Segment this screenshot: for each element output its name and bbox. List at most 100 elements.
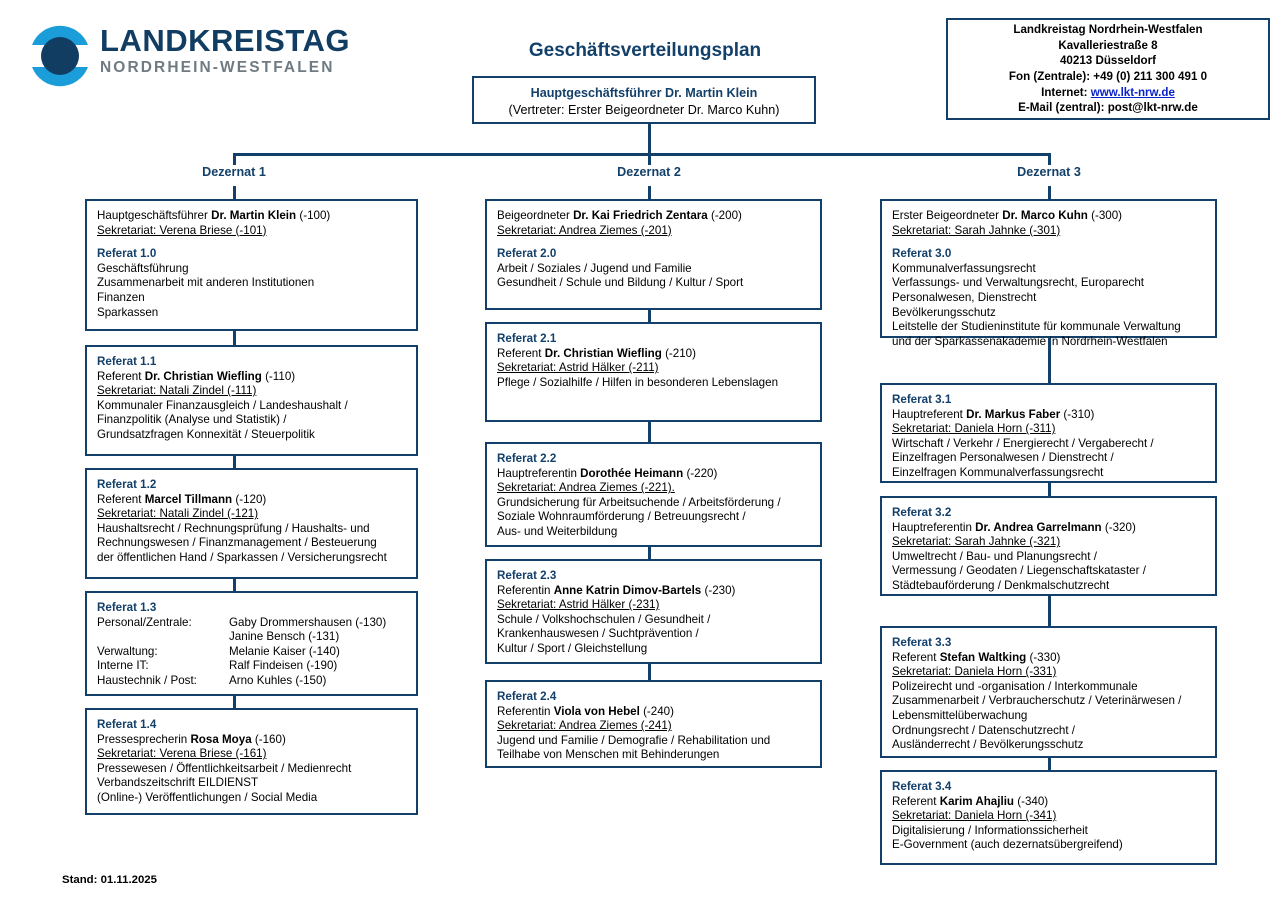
roster-value: Arno Kuhles (-150) (229, 673, 327, 687)
referat-1-1-sekretariat: Sekretariat: Natali Zindel (-111) (97, 384, 257, 398)
d1-head-role: Hauptgeschäftsführer (97, 209, 212, 222)
roster-label (97, 630, 229, 645)
referat-2-4-task: Jugend und Familie / Demografie / Rehabi… (497, 733, 771, 747)
d3-task: Kommunalverfassungsrecht (892, 261, 1036, 275)
referat-2-1-role: Referent (497, 346, 545, 360)
referat-1-1-task: Grundsatzfragen Konnexität / Steuerpolit… (97, 427, 315, 441)
d3-head-name: Dr. Marco Kuhn (1002, 209, 1088, 222)
box-referat-3-3: Referat 3.3 Referent Stefan Waltking (-3… (880, 626, 1217, 758)
roster-value: Janine Bensch (-131) (229, 630, 340, 644)
box-referat-2-4: Referat 2.4 Referentin Viola von Hebel (… (485, 680, 822, 768)
referat-3-4-title: Referat 3.4 (892, 780, 952, 793)
referat-2-1-title: Referat 2.1 (497, 332, 557, 345)
root-box-hauptgeschaeftsfuehrer: Hauptgeschäftsführer Dr. Martin Klein (V… (472, 76, 816, 124)
referat-3-2-task: Städtebauförderung / Denkmalschutzrecht (892, 578, 1110, 592)
referat-1-4-task: (Online-) Veröffentlichungen / Social Me… (97, 790, 318, 804)
referat-1-3-title: Referat 1.3 (97, 601, 157, 614)
contact-phone: Fon (Zentrale): +49 (0) 211 300 491 0 (1008, 70, 1208, 83)
contact-street: Kavalleriestraße 8 (1058, 38, 1158, 52)
referat-3-3-task: Polizeirecht und -organisation / Interko… (892, 679, 1138, 693)
referat-2-4-ext: (-240) (639, 704, 674, 718)
connector-label2-to-box (648, 186, 651, 200)
logo: LANDKREISTAG NORDRHEIN-WESTFALEN (22, 20, 349, 92)
referat-1-2-role: Referent (97, 492, 145, 506)
box-referat-2-2: Referat 2.2 Hauptreferentin Dorothée Hei… (485, 442, 822, 547)
roster-label: Verwaltung: (97, 644, 158, 658)
referat-3-1-name: Dr. Markus Faber (966, 407, 1061, 421)
referat-1-3-roster: Personal/Zentrale: Gaby Drommershausen (… (97, 616, 406, 689)
d1-task: Sparkassen (97, 305, 159, 319)
d3-head-ext: (-300) (1087, 209, 1123, 222)
box-referat-1-4: Referat 1.4 Pressesprecherin Rosa Moya (… (85, 708, 418, 815)
box-referat-3-4: Referat 3.4 Referent Karim Ahajliu (-340… (880, 770, 1217, 865)
referat-2-3-task: Krankenhauswesen / Suchtprävention / (497, 627, 699, 641)
connector-d1-2 (233, 456, 236, 468)
logo-sub-text: NORDRHEIN-WESTFALEN (100, 59, 335, 76)
connector-d3-1 (1048, 338, 1051, 383)
referat-2-4-sekretariat: Sekretariat: Andrea Ziemes (-241) (497, 719, 672, 733)
contact-info-box: Landkreistag Nordrhein-Westfalen Kavalle… (946, 18, 1270, 120)
referat-3-1-sekretariat: Sekretariat: Daniela Horn (-311) (892, 422, 1056, 436)
referat-1-2-name: Marcel Tillmann (144, 492, 233, 506)
referat-1-1-person: Referent Dr. Christian Wiefling (-110) (97, 370, 406, 385)
dezernat-2-label: Dezernat 2 (617, 165, 681, 179)
d2-head-role: Beigeordneter (497, 209, 574, 222)
d3-head-sekretariat: Sekretariat: Sarah Jahnke (-301) (892, 223, 1061, 237)
referat-3-2-name: Dr. Andrea Garrelmann (975, 520, 1102, 534)
referat-2-4-task: Teilhabe von Menschen mit Behinderungen (497, 748, 720, 762)
roster-value: Melanie Kaiser (-140) (229, 644, 340, 658)
roster-label: Haustechnik / Post: (97, 673, 197, 687)
connector-stub-dezernat-1 (233, 153, 236, 165)
d1-referat-1-0-title: Referat 1.0 (97, 247, 157, 261)
referat-1-2-task: Haushaltsrecht / Rechnungsprüfung / Haus… (97, 521, 370, 535)
referat-1-2-person: Referent Marcel Tillmann (-120) (97, 493, 406, 508)
box-dezernat2-head: Beigeordneter Dr. Kai Friedrich Zentara … (485, 199, 822, 310)
connector-root-down (648, 124, 651, 155)
contact-internet-label: Internet: (1041, 85, 1091, 99)
referat-3-4-role: Referent (892, 794, 940, 808)
d3-task: Personalwesen, Dienstrecht (892, 290, 1037, 304)
connector-d1-1 (233, 331, 236, 345)
connector-d2-3 (648, 547, 651, 559)
referat-2-3-title: Referat 2.3 (497, 569, 557, 582)
referat-3-3-title: Referat 3.3 (892, 636, 952, 649)
connector-d1-4 (233, 696, 236, 708)
connector-d3-2 (1048, 483, 1051, 496)
connector-stub-dezernat-2 (648, 153, 651, 165)
contact-org-name: Landkreistag Nordrhein-Westfalen (1013, 23, 1203, 37)
roster-label: Personal/Zentrale: (97, 615, 192, 629)
referat-3-1-task: Wirtschaft / Verkehr / Energierecht / Ve… (892, 436, 1154, 450)
referat-1-4-sekretariat: Sekretariat: Verena Briese (-161) (97, 747, 267, 761)
referat-3-2-person: Hauptreferentin Dr. Andrea Garrelmann (-… (892, 521, 1205, 536)
referat-3-3-task: Zusammenarbeit / Verbraucherschutz / Vet… (892, 694, 1182, 708)
referat-2-2-role: Hauptreferentin (497, 466, 581, 480)
referat-3-1-person: Hauptreferent Dr. Markus Faber (-310) (892, 408, 1205, 423)
referat-1-1-title: Referat 1.1 (97, 355, 157, 368)
connector-label1-to-box (233, 186, 236, 200)
referat-1-4-task: Pressewesen / Öffentlichkeitsarbeit / Me… (97, 761, 352, 775)
contact-internet-row: Internet: www.lkt-nrw.de (1041, 85, 1175, 101)
referat-2-3-sekretariat: Sekretariat: Astrid Hälker (-231) (497, 598, 660, 612)
roster-value: Gaby Drommershausen (-130) (229, 615, 387, 629)
connector-d2-4 (648, 664, 651, 680)
connector-d2-1 (648, 310, 651, 322)
referat-2-3-task: Kultur / Sport / Gleichstellung (497, 641, 648, 655)
referat-1-1-ext: (-110) (261, 369, 296, 383)
referat-3-4-sekretariat: Sekretariat: Daniela Horn (-341) (892, 809, 1057, 823)
referat-3-1-ext: (-310) (1060, 407, 1095, 421)
referat-3-3-task: Ordnungsrecht / Datenschutzrecht / (892, 723, 1076, 737)
website-link[interactable]: www.lkt-nrw.de (1090, 85, 1175, 99)
box-referat-3-2: Referat 3.2 Hauptreferentin Dr. Andrea G… (880, 496, 1217, 596)
d2-head-sekretariat: Sekretariat: Andrea Ziemes (-201) (497, 223, 672, 237)
referat-3-2-role: Hauptreferentin (892, 520, 976, 534)
d3-task: Verfassungs- und Verwaltungsrecht, Europ… (892, 276, 1144, 290)
connector-horizontal-bus (233, 153, 1051, 156)
referat-1-1-name: Dr. Christian Wiefling (144, 369, 262, 383)
referat-3-4-task: Digitalisierung / Informationssicherheit (892, 823, 1088, 837)
referat-1-2-title: Referat 1.2 (97, 478, 157, 491)
referat-1-1-task: Finanzpolitik (Analyse und Statistik) / (97, 413, 287, 427)
d1-head-name: Dr. Martin Klein (211, 209, 297, 222)
referat-2-2-person: Hauptreferentin Dorothée Heimann (-220) (497, 467, 810, 482)
d1-task: Finanzen (97, 290, 145, 304)
box-dezernat3-head: Erster Beigeordneter Dr. Marco Kuhn (-30… (880, 199, 1217, 348)
